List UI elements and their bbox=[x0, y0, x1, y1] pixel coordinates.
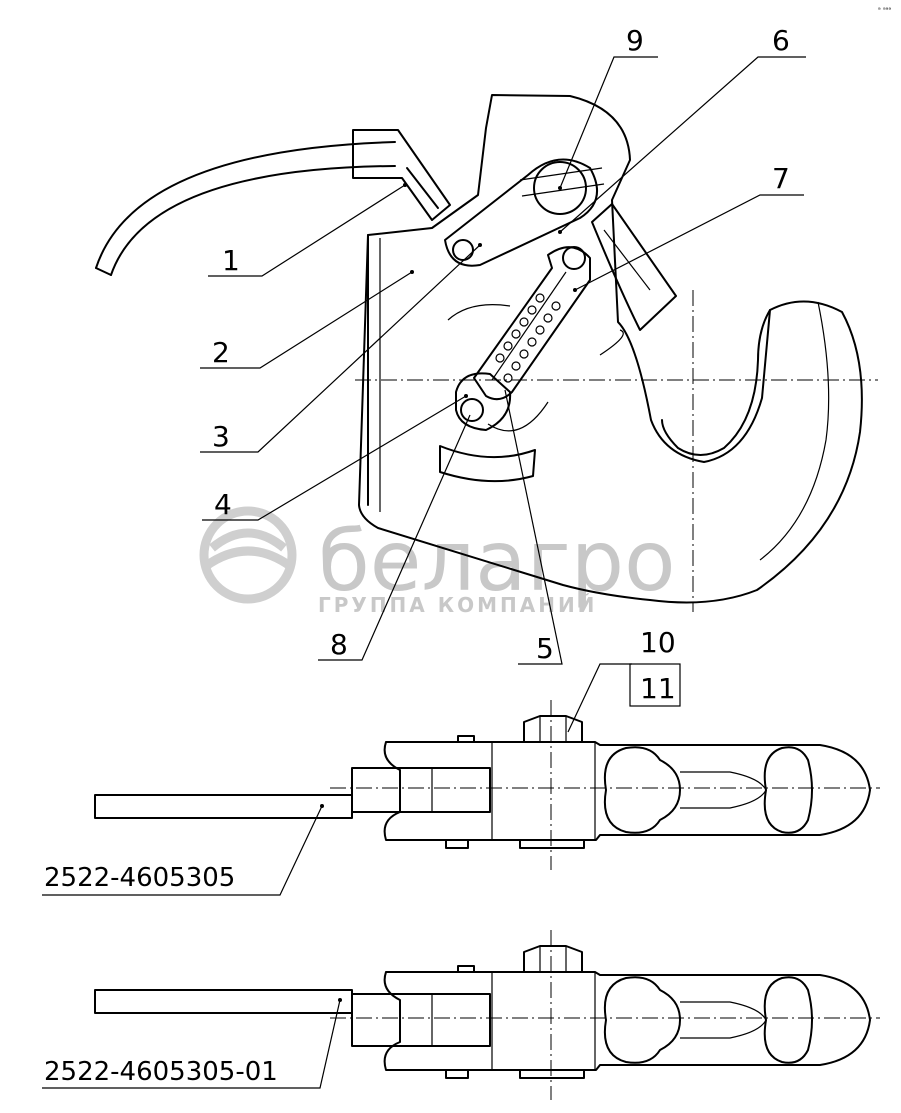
leader-dot-1 bbox=[403, 183, 407, 187]
callout-10: 10 bbox=[640, 626, 676, 659]
top-view-b: 2522-4605305-01 bbox=[42, 930, 880, 1100]
hook-body-outline bbox=[358, 94, 863, 604]
spring-rod-housing bbox=[473, 246, 591, 401]
callout-9: 9 bbox=[626, 24, 644, 57]
hook-body-b bbox=[383, 971, 871, 1071]
hook-throat bbox=[661, 309, 771, 456]
callout-7: 7 bbox=[772, 162, 790, 195]
jaw-lobe-b-1 bbox=[604, 976, 681, 1064]
side-view: 1 2 3 4 5 6 7 8 9 bbox=[95, 24, 878, 665]
latch-lower-contour bbox=[487, 401, 549, 432]
pin-end-a bbox=[445, 839, 469, 849]
watermark-tagline: ГРУППА КОМПАНИЙ bbox=[318, 593, 597, 617]
bolt-nut-b bbox=[519, 1069, 585, 1079]
jaw-bridge-b bbox=[680, 1001, 767, 1039]
latch-6-body bbox=[591, 203, 677, 331]
leader-part-b-dot bbox=[338, 998, 342, 1002]
lever-9-slot bbox=[519, 167, 603, 181]
callout-11: 11 bbox=[640, 672, 676, 705]
handle-rod-lower bbox=[110, 165, 396, 276]
pin-end-b bbox=[445, 1069, 469, 1079]
leader-dot-9 bbox=[558, 186, 562, 190]
hook-inner-edge bbox=[759, 301, 830, 561]
callout-8: 8 bbox=[330, 628, 348, 661]
leader-6 bbox=[559, 56, 806, 233]
leader-dot-4 bbox=[464, 394, 468, 398]
leader-3 bbox=[200, 244, 481, 453]
spring-upper-pin bbox=[562, 246, 586, 270]
part-number-b: 2522-4605305-01 bbox=[44, 1057, 278, 1087]
leader-part-a bbox=[42, 805, 323, 896]
callout-6: 6 bbox=[772, 24, 790, 57]
handle-bar-a bbox=[94, 794, 353, 819]
leader-1 bbox=[208, 184, 406, 277]
callout-5: 5 bbox=[536, 632, 554, 665]
handle-rod-upper bbox=[95, 141, 396, 269]
top-view-a: 10 11 2522-4605305 bbox=[42, 626, 880, 896]
latch-6 bbox=[591, 203, 677, 331]
lever-9-bushing bbox=[533, 161, 587, 215]
spring-rod-axis bbox=[491, 271, 567, 381]
leader-8 bbox=[318, 414, 471, 661]
leader-dot-6 bbox=[558, 230, 562, 234]
spring-coils bbox=[495, 293, 561, 383]
latch-contour bbox=[447, 304, 511, 321]
jaw-bridge-a bbox=[680, 771, 767, 809]
bolt-head-b bbox=[523, 945, 583, 973]
leader-9 bbox=[559, 56, 658, 189]
spring-lower-eye bbox=[455, 372, 512, 431]
jaw-lobe-b-2 bbox=[763, 976, 813, 1064]
spring-lower-pin bbox=[460, 398, 484, 422]
leader-dot-2 bbox=[410, 270, 414, 274]
leader-dot-7 bbox=[573, 288, 577, 292]
bolt-nut-a bbox=[519, 839, 585, 849]
jaw-lobe-a-1 bbox=[604, 746, 681, 834]
leader-5 bbox=[504, 389, 563, 665]
leader-2 bbox=[200, 271, 413, 369]
handle-fork-b bbox=[351, 993, 491, 1047]
corner-mark: ᵃ ᵃᵃᵃ bbox=[878, 6, 891, 14]
latch-6-edge bbox=[603, 229, 651, 291]
handle-rod-end bbox=[95, 267, 112, 276]
handle-bar-b bbox=[94, 989, 353, 1014]
body-contour bbox=[599, 329, 624, 356]
handle-lever-slot bbox=[406, 167, 439, 209]
leader-7 bbox=[574, 194, 804, 291]
lever-9-body bbox=[444, 158, 599, 267]
leader-4 bbox=[202, 395, 467, 521]
leader-dot-3 bbox=[478, 243, 482, 247]
jaw-lobe-a-2 bbox=[763, 746, 813, 834]
pin-head-a bbox=[457, 735, 475, 743]
spring-assembly bbox=[455, 246, 591, 431]
leader-part-b bbox=[42, 999, 341, 1089]
pin-head-b bbox=[457, 965, 475, 973]
bolt-head-a bbox=[523, 715, 583, 743]
callout-3: 3 bbox=[212, 420, 230, 453]
lever-9 bbox=[444, 158, 605, 267]
callout-2: 2 bbox=[212, 336, 230, 369]
callout-1: 1 bbox=[222, 244, 240, 277]
watermark: белагро ГРУППА КОМПАНИЙ bbox=[199, 506, 676, 617]
hook-body-a bbox=[383, 741, 871, 841]
leader-part-a-dot bbox=[320, 804, 324, 808]
handle-fork-a bbox=[351, 767, 491, 813]
watermark-logo bbox=[199, 506, 297, 604]
part-number-a: 2522-4605305 bbox=[44, 863, 235, 893]
callout-11-box bbox=[629, 663, 681, 707]
lever-9-pivot bbox=[452, 239, 474, 261]
bottom-pad bbox=[439, 445, 536, 483]
handle-lever bbox=[352, 129, 451, 221]
leader-10 bbox=[567, 663, 632, 733]
lever-9-slot-2 bbox=[521, 183, 605, 197]
side-view-leaders bbox=[200, 56, 806, 665]
callout-4: 4 bbox=[214, 488, 232, 521]
